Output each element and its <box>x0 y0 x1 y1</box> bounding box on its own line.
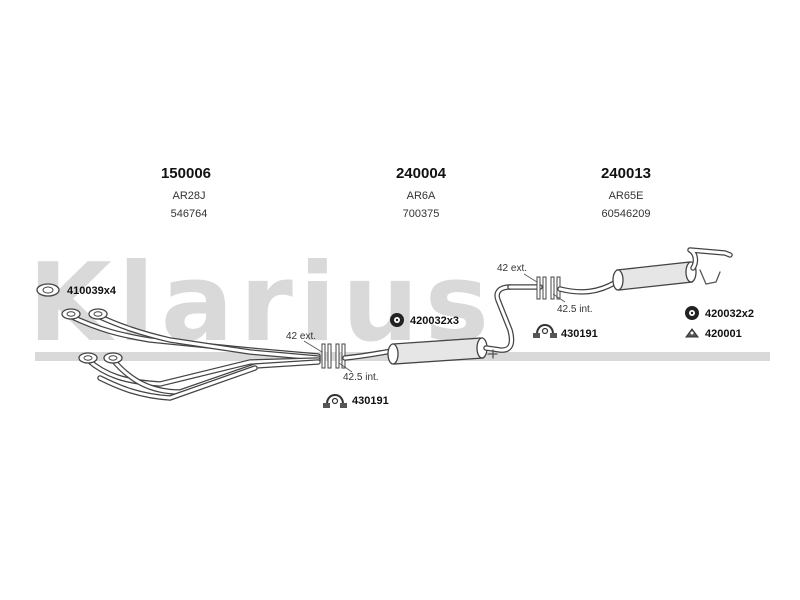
part-number[interactable]: 240004 <box>396 165 447 182</box>
oe-number: 546764 <box>171 208 208 220</box>
joint-int-label: 42.5 int. <box>557 304 593 315</box>
joint-ext-label: 42 ext. <box>497 263 527 274</box>
rubber-mount-icon <box>390 313 404 327</box>
joint-int-label: 42.5 int. <box>343 372 379 383</box>
accessory-420032-center[interactable]: 420032x3 <box>390 313 459 327</box>
assembly-header-1: 150006 AR28J 546764 <box>161 165 211 220</box>
rear-silencer-drawing[interactable] <box>557 247 733 295</box>
accessory-label: 420032x2 <box>705 308 754 320</box>
model-code: AR28J <box>172 190 205 202</box>
accessory-430191-front[interactable]: 430191 <box>323 394 389 408</box>
silencer-body-icon <box>612 261 697 291</box>
hanger-icon <box>685 328 699 338</box>
part-number[interactable]: 150006 <box>161 165 211 182</box>
accessory-label: 430191 <box>561 328 598 340</box>
joint-ext-label: 42 ext. <box>286 331 316 342</box>
part-number[interactable]: 240013 <box>601 165 651 182</box>
clamp-icon <box>533 324 557 338</box>
front-downpipe-pipes <box>67 313 321 401</box>
accessory-label: 420032x3 <box>410 315 459 327</box>
front-downpipe-drawing[interactable] <box>61 308 321 401</box>
accessory-420001[interactable]: 420001 <box>685 328 742 340</box>
model-code: AR65E <box>609 190 644 202</box>
oe-number: 700375 <box>403 208 440 220</box>
accessory-420032-rear[interactable]: 420032x2 <box>685 306 754 320</box>
assembly-header-2: 240004 AR6A 700375 <box>396 165 447 220</box>
accessory-label: 420001 <box>705 328 742 340</box>
accessory-label: 430191 <box>352 395 389 407</box>
center-silencer-drawing[interactable] <box>342 284 543 365</box>
gasket-icon <box>36 283 60 297</box>
clamp-icon <box>323 394 347 408</box>
manifold-flange-icon <box>61 308 123 364</box>
rubber-mount-icon <box>685 306 699 320</box>
silencer-body-icon <box>387 337 488 365</box>
accessory-label: 410039x4 <box>67 285 117 297</box>
assembly-header-3: 240013 AR65E 60546209 <box>601 165 651 220</box>
model-code: AR6A <box>407 190 436 202</box>
oe-number: 60546209 <box>602 208 651 220</box>
accessory-430191-rear[interactable]: 430191 <box>533 324 598 340</box>
accessory-410039[interactable]: 410039x4 <box>36 283 117 297</box>
